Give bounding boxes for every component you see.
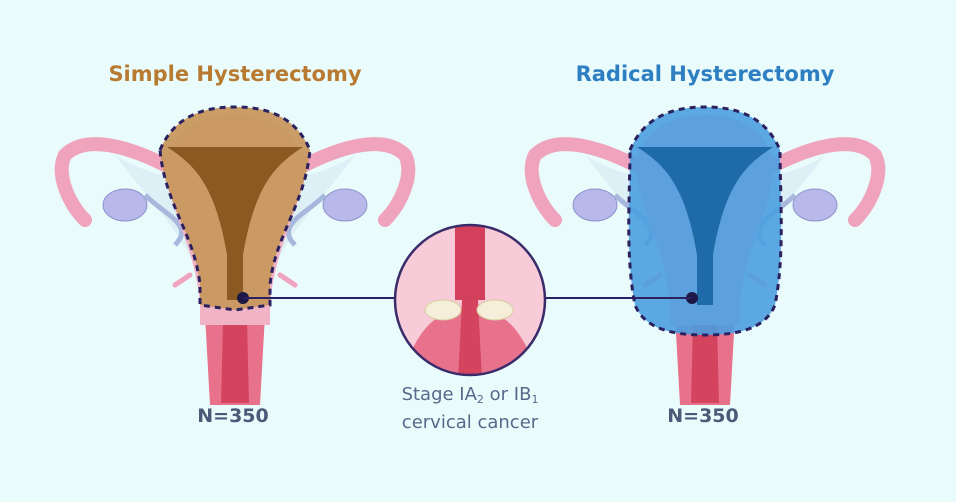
cancer-stage-caption: Stage IA2 or IB1 cervical cancer	[340, 383, 600, 434]
simple-hysterectomy-illustration	[62, 105, 408, 405]
cervix-closeup	[393, 223, 547, 377]
simple-resection-outline	[158, 105, 312, 312]
radical-hysterectomy-title: Radical Hysterectomy	[575, 62, 835, 86]
radical-hysterectomy-illustration	[532, 105, 878, 405]
radical-resection-outline	[627, 105, 783, 337]
caption-stage-b: or IB	[483, 384, 532, 405]
caption-stage-a: Stage IA	[401, 384, 477, 405]
caption-sub-2: 2	[476, 393, 484, 406]
tumor-right	[476, 299, 514, 321]
caption-line2: cervical cancer	[401, 412, 539, 433]
tumor-left	[424, 299, 462, 321]
simple-sample-size: N=350	[197, 405, 269, 427]
caption-sub-1: 1	[531, 393, 539, 406]
radical-sample-size: N=350	[667, 405, 739, 427]
simple-hysterectomy-title: Simple Hysterectomy	[108, 62, 362, 86]
